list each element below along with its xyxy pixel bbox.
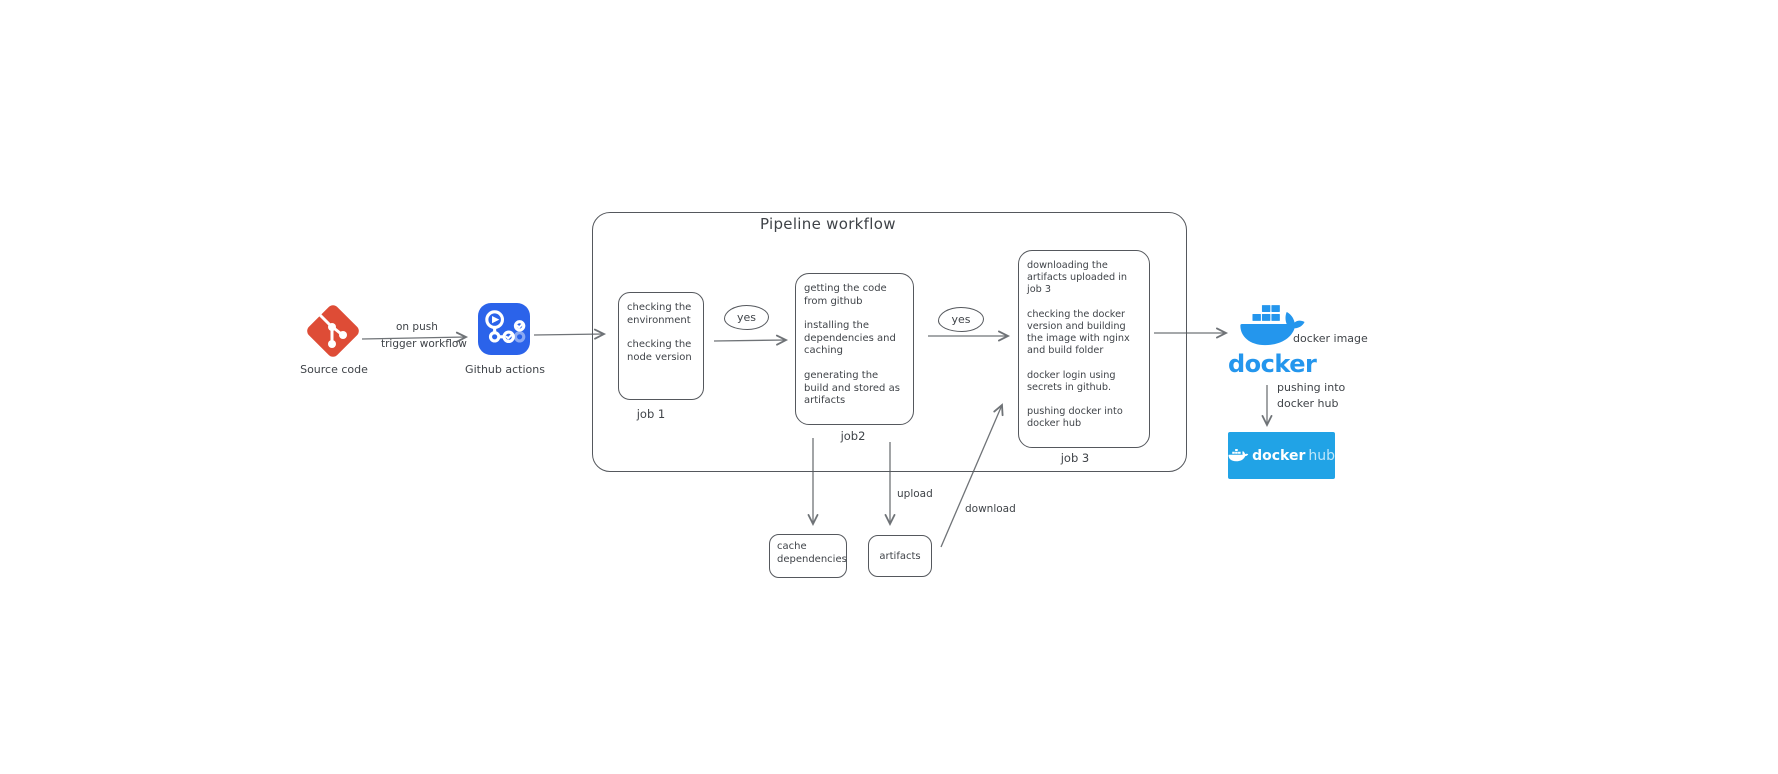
github-actions-icon <box>478 303 530 355</box>
job2-label: job2 <box>840 429 866 443</box>
job3-text-3: docker login using secrets in github. <box>1027 369 1116 393</box>
upload-label: upload <box>897 488 933 500</box>
hub-badge-hub-text: hub <box>1308 447 1335 464</box>
github-actions-label: Github actions <box>465 363 545 376</box>
job3-text-4: pushing docker into docker hub <box>1027 405 1123 430</box>
cache-dependencies-box: cache dependencies <box>769 534 847 578</box>
hub-whale-icon <box>1228 448 1249 461</box>
job1-box: checking the environment checking the no… <box>618 292 704 400</box>
download-label: download <box>965 503 1016 515</box>
docker-hub-label: docker hub <box>1277 397 1339 410</box>
pipeline-box <box>592 212 1187 472</box>
trigger-workflow-label: trigger workflow <box>381 338 467 350</box>
hub-badge-docker-text: docker <box>1252 447 1306 464</box>
job2-text-2: installing the dependencies and caching <box>804 320 896 357</box>
job3-label: job 3 <box>1060 451 1090 465</box>
pushing-into-label: pushing into <box>1277 381 1346 394</box>
decision-yes-1: yes <box>724 305 769 330</box>
docker-wordmark: docker <box>1228 350 1317 378</box>
decision-yes-2: yes <box>938 307 984 332</box>
git-icon <box>304 302 362 360</box>
job3-text-2: checking the docker version and building… <box>1027 308 1130 357</box>
job3-text-1: downloading the artifacts uploaded in jo… <box>1027 260 1128 296</box>
git-branch-glyph <box>318 313 347 348</box>
on-push-label: on push <box>396 321 438 333</box>
artifacts-label: artifacts <box>879 550 921 562</box>
docker-whale-icon <box>1240 305 1305 346</box>
job2-text-3: generating the build and stored as artif… <box>804 369 900 407</box>
job1-text-2: checking the node version <box>627 339 692 363</box>
cache-dependencies-label: cache dependencies <box>777 541 847 565</box>
job2-box: getting the code from github installing … <box>795 273 914 425</box>
github-actions-glyph <box>485 310 526 344</box>
docker-image-label: docker image <box>1293 332 1368 345</box>
artifacts-box: artifacts <box>868 535 932 577</box>
source-code-label: Source code <box>300 363 368 376</box>
job3-box: downloading the artifacts uploaded in jo… <box>1018 250 1150 448</box>
job1-text-1: checking the environment <box>627 302 692 326</box>
pipeline-title: Pipeline workflow <box>760 215 896 233</box>
job2-text-1: getting the code from github <box>804 283 887 307</box>
job1-label: job 1 <box>636 407 666 421</box>
